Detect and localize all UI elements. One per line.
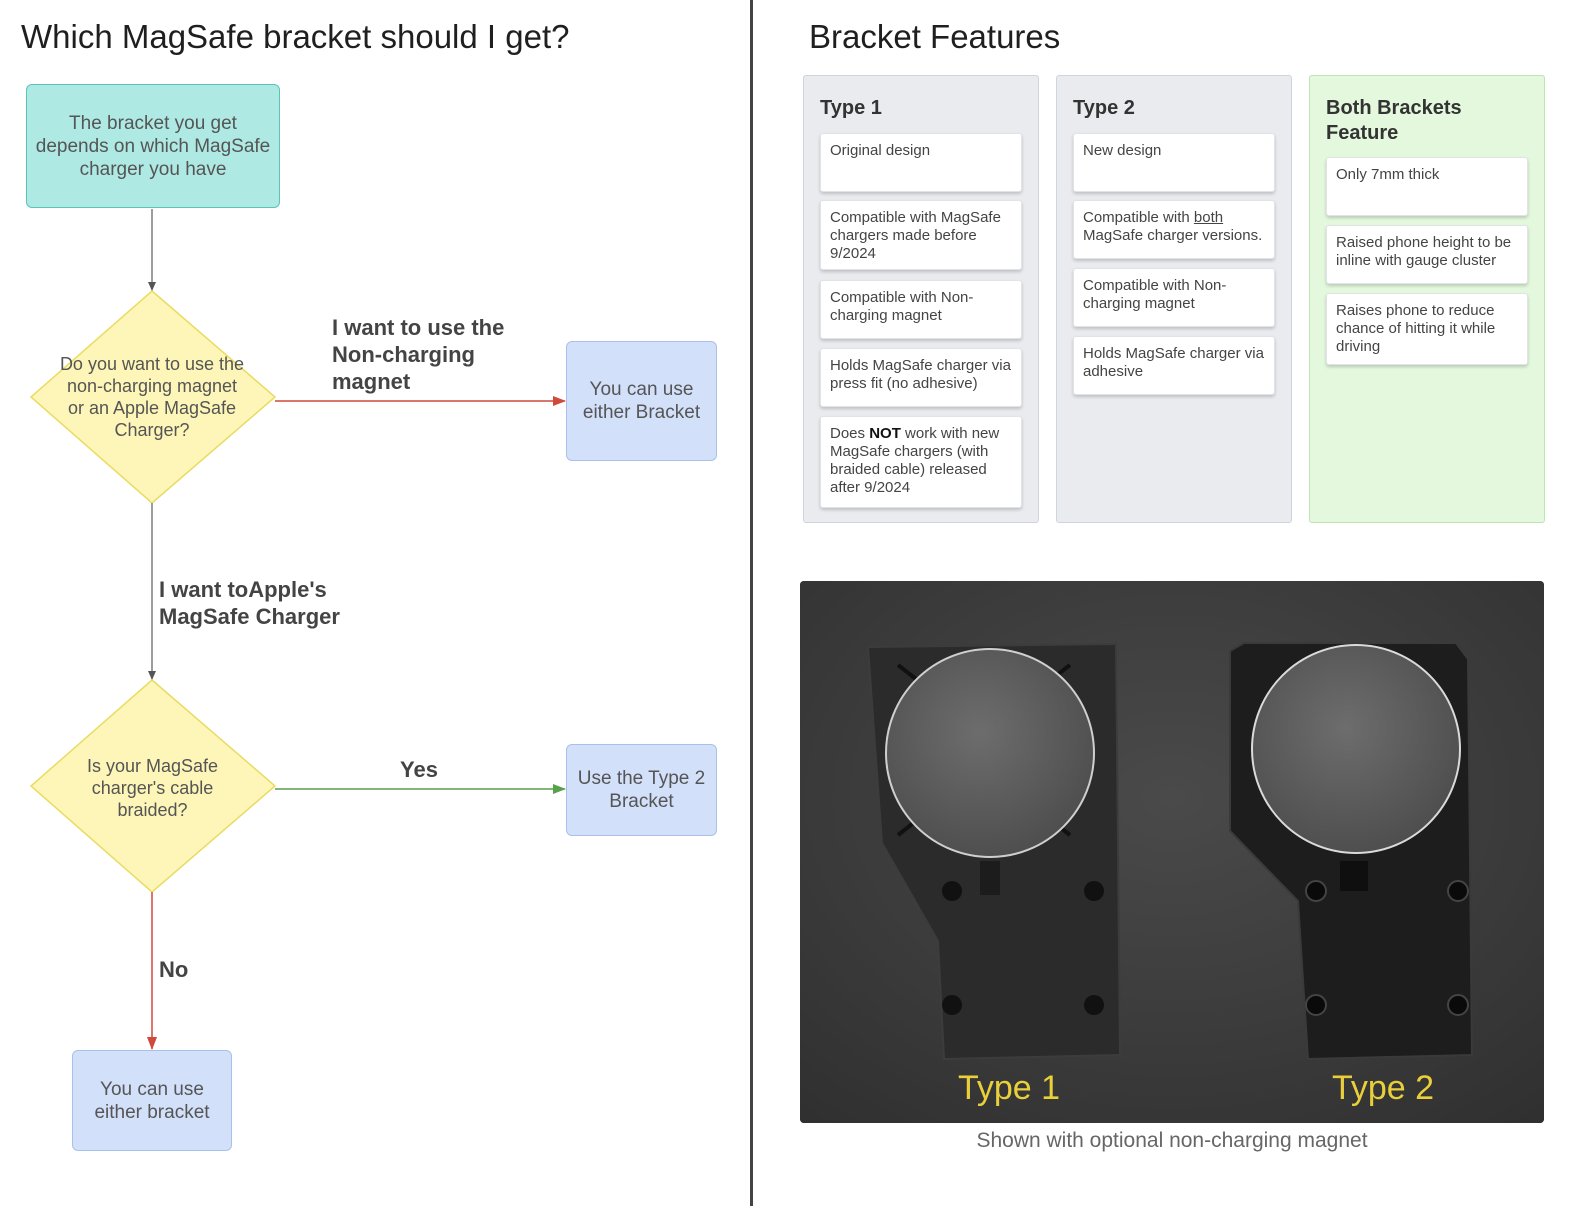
- decision2-text: Is your MagSafe charger's cable braided?: [86, 756, 219, 820]
- decision1-text: Do you want to use the non-charging magn…: [59, 354, 245, 440]
- edge-label-apple: I want toApple's MagSafe Charger: [159, 577, 340, 629]
- photo-label-type2: Type 2: [1332, 1069, 1435, 1107]
- type2-heading: Type 2: [1073, 97, 1135, 119]
- result-either-bracket-2: You can use either bracket: [72, 1050, 232, 1151]
- both-emphasis: both: [1193, 209, 1224, 226]
- not-emphasis: NOT: [869, 425, 901, 442]
- type2-magnet-disc: [1251, 644, 1461, 854]
- type1-card-original-design: Original design: [820, 133, 1022, 192]
- panel-divider: [750, 0, 753, 1206]
- both-card-reduce-hitting: Raises phone to reduce chance of hitting…: [1326, 293, 1528, 365]
- type2-card-new-design: New design: [1073, 133, 1275, 192]
- photo-label-type1: Type 1: [958, 1069, 1061, 1107]
- type1-card-press-fit: Holds MagSafe charger via press fit (no …: [820, 348, 1022, 407]
- type1-heading: Type 1: [820, 97, 882, 119]
- both-heading: Both Brackets Feature: [1326, 97, 1462, 144]
- type1-column: Type 1 Original design Compatible with M…: [803, 75, 1039, 523]
- result-type2: Use the Type 2 Bracket: [566, 744, 717, 836]
- flowchart-title: Which MagSafe bracket should I get?: [21, 18, 570, 55]
- bracket-photo: Type 1 Type 2: [800, 581, 1544, 1123]
- type1-card-noncharging: Compatible with Non-charging magnet: [820, 280, 1022, 339]
- type2-card-noncharging: Compatible with Non-charging magnet: [1073, 268, 1275, 327]
- both-card-thickness: Only 7mm thick: [1326, 157, 1528, 216]
- type2-card-adhesive: Holds MagSafe charger via adhesive: [1073, 336, 1275, 395]
- bracket-illustration: [800, 581, 1544, 1123]
- edge-label-noncharging: I want to use the Non-charging magnet: [332, 315, 505, 394]
- type1-magnet-disc: [885, 648, 1095, 858]
- type2-card-compatibility: Compatible with both MagSafe charger ver…: [1073, 200, 1275, 259]
- edge-label-yes: Yes: [400, 757, 438, 782]
- flowchart-connectors: [29, 209, 566, 1050]
- features-title: Bracket Features: [809, 18, 1061, 55]
- start-box: The bracket you get depends on which Mag…: [26, 84, 280, 208]
- photo-caption: Shown with optional non-charging magnet: [976, 1129, 1368, 1152]
- result-either-bracket-1: You can use either Bracket: [566, 341, 717, 461]
- type2-column: Type 2 New design Compatible with both M…: [1056, 75, 1292, 523]
- type1-card-compatibility: Compatible with MagSafe chargers made be…: [820, 200, 1022, 270]
- edge-label-no: No: [159, 957, 189, 982]
- both-column: Both Brackets Feature Only 7mm thick Rai…: [1309, 75, 1545, 523]
- both-card-raised-height: Raised phone height to be inline with ga…: [1326, 225, 1528, 284]
- type1-card-not-compatible: Does NOT work with new MagSafe chargers …: [820, 416, 1022, 508]
